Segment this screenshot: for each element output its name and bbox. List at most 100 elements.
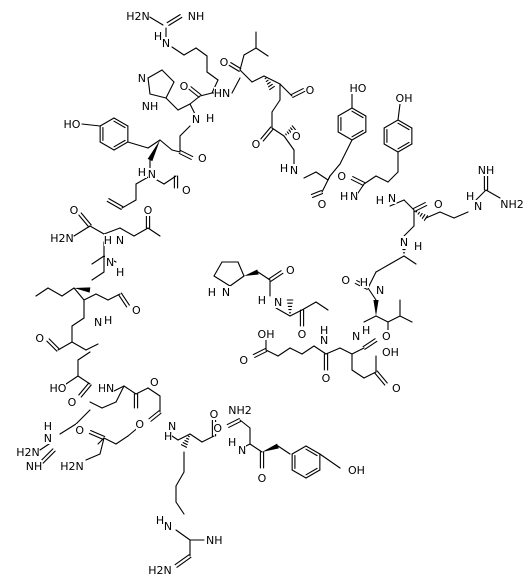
atom-label-n: N (94, 316, 102, 329)
bond (206, 71, 219, 81)
label-knockout (148, 564, 172, 576)
bond (175, 529, 191, 541)
bond (178, 152, 192, 160)
atom-label-h: H (376, 194, 384, 207)
bond (262, 128, 274, 142)
bond (251, 75, 265, 83)
bond (425, 211, 441, 219)
label-knockout (413, 240, 422, 252)
bond (383, 143, 399, 153)
bond (165, 81, 175, 99)
label-knockout (350, 82, 366, 94)
atom-label-nh: NH (206, 534, 223, 547)
stereo-wedge (373, 300, 379, 316)
bond (85, 453, 101, 461)
bond (325, 347, 341, 355)
bond (147, 69, 163, 79)
atom-label-nh2: NH2 (228, 404, 252, 417)
label-knockout (257, 472, 267, 484)
bond (120, 292, 130, 306)
bond (389, 255, 405, 265)
bond (387, 315, 401, 323)
atom-label-o: O (144, 204, 153, 217)
label-knockout (391, 382, 400, 394)
bond (315, 301, 329, 311)
bond (78, 382, 90, 396)
bond (81, 123, 101, 127)
atom-label-h: H (164, 430, 172, 443)
bond (75, 409, 91, 425)
label-knockout (376, 194, 385, 206)
label-knockout (153, 30, 163, 42)
bond (177, 103, 191, 111)
bond (363, 315, 377, 323)
bond (91, 271, 105, 281)
label-knockout (16, 446, 40, 458)
bond (182, 442, 188, 446)
label-knockout (143, 204, 153, 216)
bond (48, 338, 60, 350)
atom-label-o: O (180, 80, 189, 93)
bond (91, 255, 105, 265)
label-knockout (105, 382, 114, 394)
label-knockout (181, 184, 190, 196)
bond (290, 88, 304, 96)
label-knockout (103, 314, 112, 326)
bond (101, 401, 117, 409)
bond (319, 453, 341, 469)
bond (268, 270, 282, 280)
atom-label-h: H (340, 190, 348, 203)
atom-label-o: O (434, 198, 443, 211)
label-knockout (289, 164, 299, 176)
atom-label-oh: OH (258, 328, 275, 341)
bond (229, 275, 245, 287)
bond (47, 287, 63, 297)
label-knockout (155, 514, 165, 526)
label-knockout (104, 234, 113, 246)
atom-label-nh: NH (142, 100, 159, 113)
bond (80, 212, 92, 226)
stereo-wedge (262, 443, 279, 452)
bond (199, 92, 213, 97)
bond (165, 97, 179, 111)
atom-label-h2n: H2N (16, 446, 40, 459)
bond (266, 81, 271, 85)
atom-label-h2n: H2N (126, 10, 150, 23)
bond (351, 107, 367, 117)
bond (283, 135, 295, 151)
bond (71, 317, 85, 327)
bond (389, 199, 405, 207)
bond (188, 88, 200, 98)
label-knockout (375, 284, 384, 296)
atom-label-n: N (350, 190, 358, 203)
label-knockout (500, 198, 524, 210)
bond (195, 47, 208, 57)
bond (175, 501, 185, 515)
atom-label-o: O (337, 170, 346, 183)
bond (329, 163, 341, 177)
label-knockout (205, 534, 221, 546)
atom-label-o: O (306, 84, 315, 97)
bond (415, 210, 418, 213)
bond (213, 261, 223, 277)
bond (61, 287, 75, 297)
bond (230, 62, 242, 70)
bond (453, 211, 469, 219)
atom-label-n: N (238, 444, 246, 457)
label-knockout (44, 420, 53, 432)
atom-label-h2n: H2N (50, 232, 74, 245)
label-knockout (258, 328, 274, 340)
bond (147, 139, 161, 149)
bond (310, 189, 322, 196)
bond (187, 435, 190, 438)
bond (414, 204, 428, 212)
bond (189, 433, 203, 443)
atom-label-n: N (168, 420, 176, 433)
label-knockout (208, 286, 217, 298)
label-knockout (251, 138, 261, 150)
atom-label-h: H (414, 240, 422, 253)
atom-label-o: O (35, 332, 44, 345)
atom-label-h: H (362, 324, 370, 337)
label-knockout (297, 328, 307, 340)
